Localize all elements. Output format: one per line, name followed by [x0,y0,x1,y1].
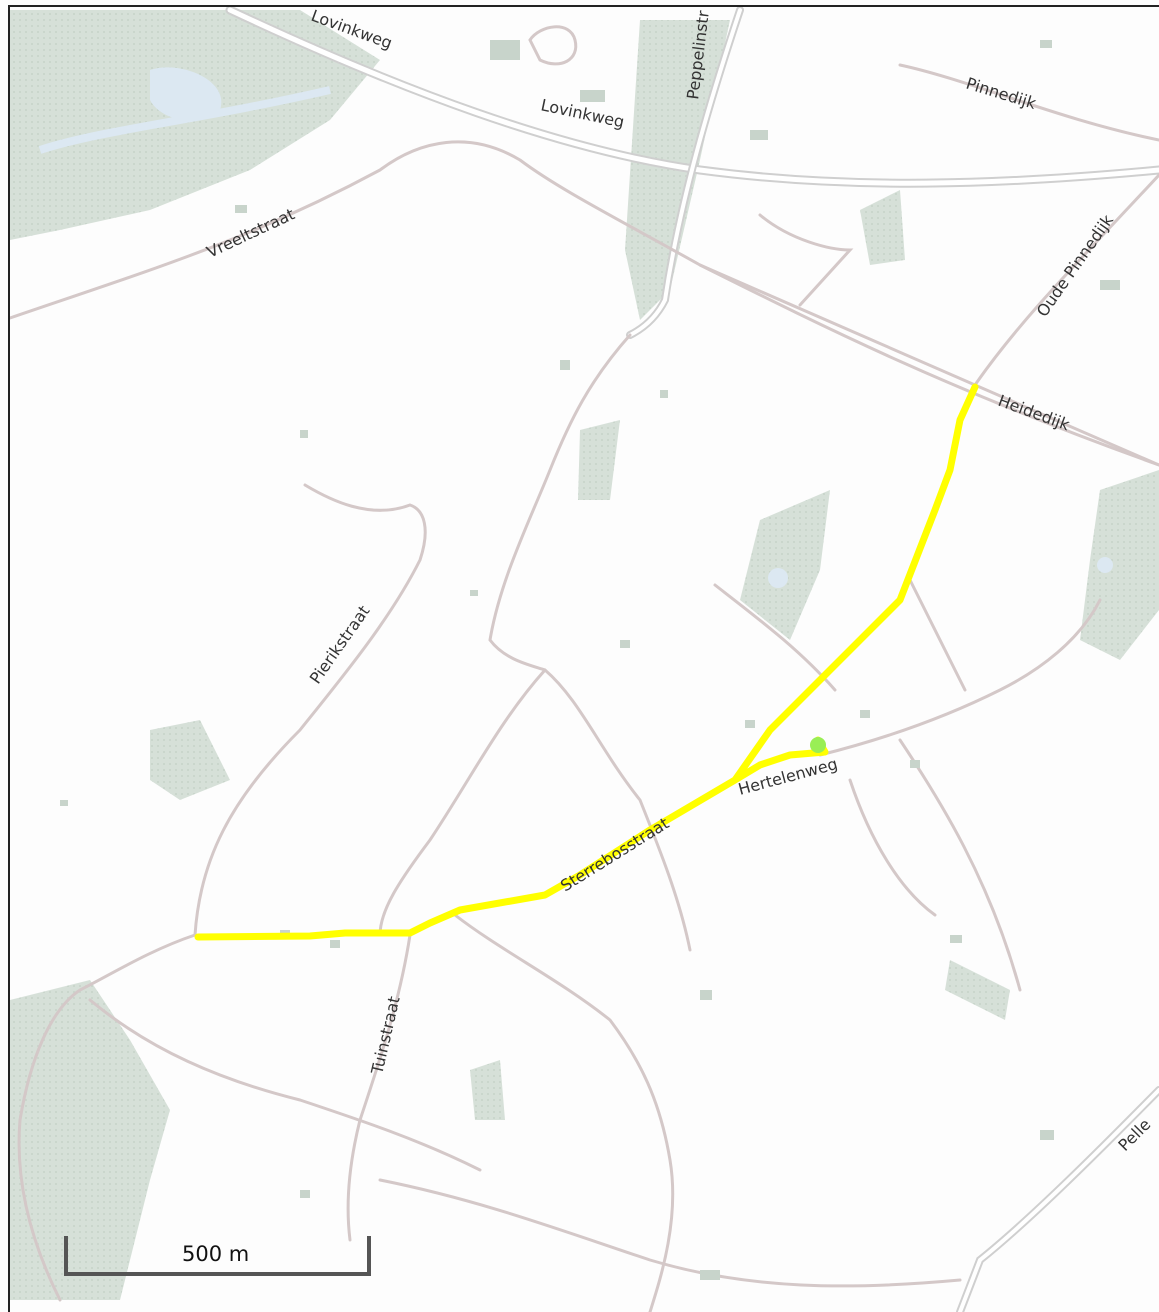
forest-area-west [150,720,230,800]
road-lovink-loop [528,25,578,66]
buildings [60,40,1120,1280]
road-pellenstraat-inner [958,1088,1159,1312]
water-pond-northwest [150,67,222,121]
water-areas [38,67,1113,588]
forest-area-ne [860,190,905,265]
road-west-loop [17,933,197,1302]
road-pinnedijk [898,63,1159,142]
scale-bar [64,1236,371,1276]
forest-area-southeast [945,960,1010,1020]
forest-area-south [470,1060,505,1120]
road-pierikstraat [193,483,427,937]
road-southwest [88,998,482,1172]
forest-area-northwest [10,10,380,240]
route-line[interactable] [194,383,979,941]
forest-area-east [1080,470,1159,660]
road-north-lane [758,213,854,307]
road-hertelenweg-east [818,598,1102,757]
forest-area-orchard [740,490,830,640]
road-south-1 [453,913,675,1312]
scale-bar-label: 500 m [182,1242,250,1266]
road-south-2 [378,1178,962,1288]
forest-area-southwest [10,980,170,1300]
road-east-lane [848,778,937,917]
road-sterrebos-branch [378,668,547,937]
forest-area-strip [578,420,620,500]
road-oude-pinnedijk [973,173,1159,387]
road-vreeltstraat [8,140,1159,467]
road-lovinkweg-inner [227,7,1159,186]
water-pond-east [1097,557,1113,573]
main-roads [225,5,1159,1312]
destination-marker[interactable] [810,737,826,753]
road-central [488,333,692,952]
water-pond-orchard [768,568,788,588]
road-far-east [908,578,967,692]
water-stream [38,86,331,154]
road-peppelinstraat-inner [628,8,742,337]
